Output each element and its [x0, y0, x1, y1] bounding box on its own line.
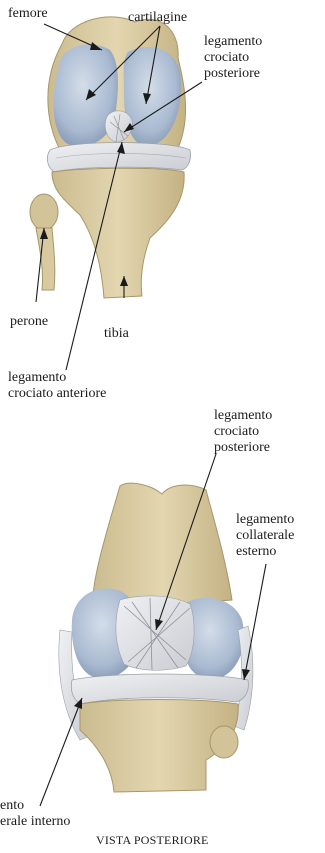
bottom-knee-tibia — [80, 700, 238, 793]
caption-vista-posteriore: VISTA POSTERIORE — [96, 832, 209, 848]
label-line: legamento — [236, 512, 294, 528]
label-line: legamento — [214, 408, 272, 424]
label-line: ento — [0, 798, 70, 814]
label-line: esterno — [236, 544, 294, 560]
label-femore: femore — [8, 6, 48, 22]
label-line: legamento — [204, 34, 262, 50]
label-bottom-posterior-cruciate: legamento crociato posteriore — [214, 408, 272, 456]
label-line: legamento — [8, 370, 106, 386]
label-lateral-collateral: legamento collaterale esterno — [236, 512, 294, 560]
label-line: crociato anteriore — [8, 386, 106, 402]
label-line: crociato — [204, 50, 262, 66]
label-line: posteriore — [214, 440, 272, 456]
label-anterior-cruciate: legamento crociato anteriore — [8, 370, 106, 402]
top-knee-fibula — [30, 194, 58, 290]
label-top-posterior-cruciate: legamento crociato posteriore — [204, 34, 262, 82]
top-knee-tibia — [52, 168, 184, 298]
label-line: collaterale — [236, 528, 294, 544]
label-line: erale interno — [0, 814, 70, 830]
label-cartilagine: cartilagine — [128, 10, 187, 26]
label-tibia: tibia — [104, 326, 129, 342]
label-medial-collateral: ento erale interno — [0, 798, 70, 830]
top-knee-meniscus — [47, 143, 190, 173]
label-line: posteriore — [204, 66, 262, 82]
label-line: crociato — [214, 424, 272, 440]
label-perone: perone — [10, 314, 48, 330]
